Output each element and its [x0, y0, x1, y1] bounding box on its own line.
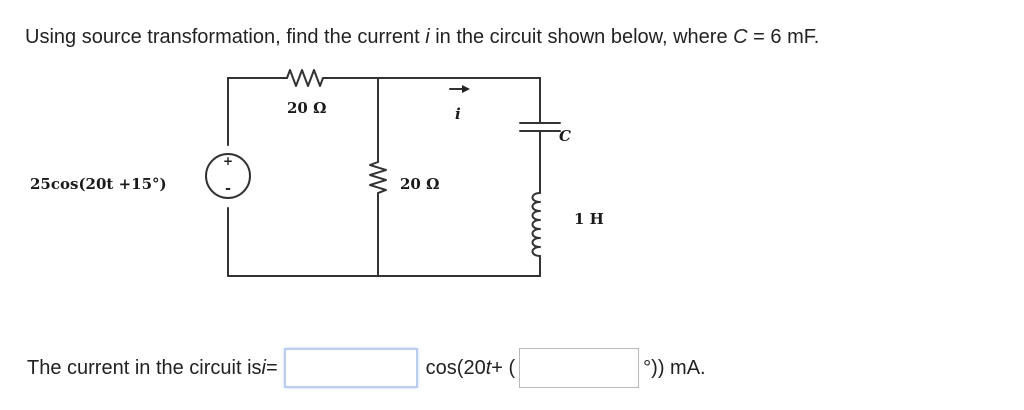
answer-var-t: t [485, 356, 492, 379]
question-var-c: C [733, 26, 748, 48]
wire-left-bottom [227, 207, 541, 277]
answer-suffix: °)) mA. [643, 356, 706, 379]
inductor-icon [531, 192, 541, 257]
question-text: Using source transformation, find the cu… [25, 26, 819, 49]
question-var-i: i [425, 26, 430, 48]
resistor-top-icon [286, 69, 324, 87]
resistor-mid-label: 20 Ω [400, 175, 439, 193]
resistor-top-label: 20 Ω [287, 99, 326, 117]
answer-prefix: The current in the circuit is [27, 356, 262, 379]
source-minus-sign: - [225, 181, 231, 197]
inductor-label: 1 H [574, 210, 604, 228]
answer-row: The current in the circuit is i = cos(20… [27, 346, 706, 390]
answer-cos: cos(20 [425, 356, 486, 379]
voltage-source-icon [205, 153, 251, 199]
question-tail: = 6 mF. [747, 26, 820, 48]
answer-var-i: i [261, 356, 266, 379]
question-lead: Using source transformation, find the cu… [25, 26, 426, 48]
source-label: 25cos(20t +15°) [30, 175, 167, 193]
amplitude-input[interactable] [283, 348, 418, 388]
source-plus-sign: + [223, 154, 233, 168]
answer-equals: = [265, 356, 278, 379]
resistor-mid-icon [369, 161, 387, 194]
current-label: i [455, 105, 461, 123]
current-arrow-icon [462, 85, 470, 93]
question-middle: in the circuit shown below, where [429, 26, 734, 48]
phase-input[interactable] [519, 348, 640, 388]
answer-plus-paren: + ( [491, 356, 516, 379]
capacitor-label: C [559, 127, 571, 145]
